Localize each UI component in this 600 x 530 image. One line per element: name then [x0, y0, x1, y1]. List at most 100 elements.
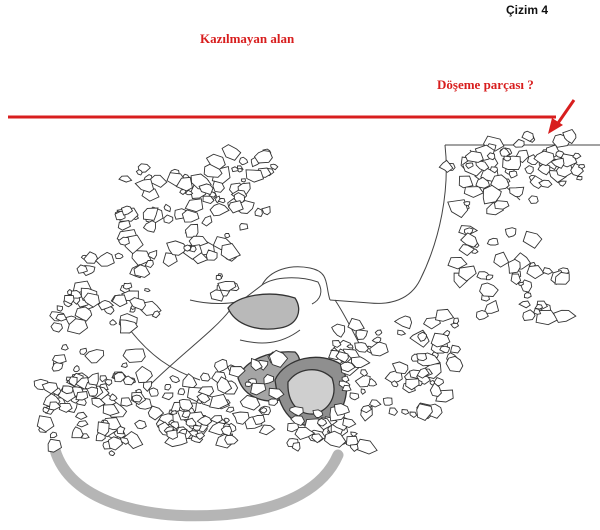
stone	[323, 430, 347, 448]
stone	[510, 273, 522, 286]
stone-rubble-field	[33, 128, 586, 457]
stone	[181, 209, 200, 223]
stone	[512, 138, 525, 148]
stone	[169, 421, 180, 430]
stone	[169, 375, 181, 384]
stone	[184, 223, 199, 238]
stone	[60, 343, 69, 351]
stone	[576, 176, 583, 181]
stone	[48, 401, 62, 411]
stone	[458, 244, 476, 257]
stone	[120, 205, 134, 216]
floor-fragment-label: Döşeme parçası ?	[437, 77, 534, 92]
stone	[102, 404, 120, 416]
stone	[134, 419, 147, 430]
stone	[212, 180, 225, 193]
stone	[490, 174, 510, 191]
stone	[117, 236, 130, 246]
stone	[137, 163, 151, 173]
stone	[450, 322, 460, 329]
stone	[475, 160, 490, 172]
stone	[183, 244, 192, 252]
stone	[507, 258, 521, 274]
stone	[237, 168, 243, 173]
stone	[134, 178, 155, 193]
stone	[334, 403, 350, 416]
stone	[228, 366, 246, 378]
stone	[76, 420, 89, 428]
stone	[438, 159, 454, 173]
stone	[84, 349, 105, 364]
stone	[351, 356, 371, 368]
stone	[104, 379, 113, 386]
stone	[368, 399, 382, 408]
stone	[217, 197, 226, 204]
stone	[66, 318, 89, 335]
stone	[485, 274, 494, 281]
stone	[268, 349, 289, 368]
stone	[209, 203, 230, 217]
stone	[47, 438, 63, 453]
stone	[537, 163, 551, 176]
stone	[109, 319, 118, 326]
stone	[182, 373, 198, 389]
stone	[520, 279, 533, 293]
stone	[479, 282, 499, 297]
stone	[270, 163, 279, 171]
grey-arc	[49, 444, 344, 522]
stone	[482, 184, 502, 205]
stone	[224, 232, 231, 239]
stone	[147, 174, 168, 188]
stone	[434, 308, 455, 322]
stone	[133, 264, 151, 278]
stone	[562, 128, 577, 145]
floor-fragment-arrow	[548, 99, 576, 134]
stone	[99, 375, 108, 383]
stone	[522, 309, 536, 321]
stone	[144, 260, 154, 269]
stone	[250, 357, 263, 372]
stone	[209, 415, 223, 424]
stone	[263, 373, 275, 385]
stone	[86, 386, 99, 397]
stone	[209, 393, 230, 410]
stone	[166, 240, 189, 256]
stone	[116, 425, 126, 435]
stone	[268, 387, 285, 400]
stone	[41, 382, 59, 395]
stone	[56, 305, 63, 312]
stone	[245, 169, 265, 183]
stone	[554, 271, 570, 285]
stone	[258, 424, 276, 436]
stone	[518, 300, 531, 309]
stone	[72, 365, 80, 372]
stone	[341, 384, 352, 392]
stone	[417, 331, 427, 342]
stone	[460, 232, 478, 248]
stone	[439, 345, 451, 354]
stone	[354, 374, 371, 388]
stone	[486, 237, 499, 246]
stone	[349, 392, 360, 401]
stone	[483, 299, 500, 314]
stone	[231, 411, 250, 425]
stone	[374, 329, 383, 336]
stone	[542, 267, 554, 275]
stone	[68, 376, 78, 387]
stone	[70, 290, 83, 299]
stone	[463, 186, 485, 198]
stone	[360, 388, 366, 395]
stone	[117, 219, 131, 231]
stone	[231, 166, 240, 173]
stone	[61, 385, 74, 395]
stone	[391, 380, 399, 388]
stone	[517, 281, 524, 286]
stone	[447, 256, 468, 270]
stone	[526, 265, 545, 280]
stone	[76, 264, 88, 274]
stone	[79, 347, 88, 355]
stone	[347, 317, 365, 332]
stone	[128, 297, 147, 311]
stone	[50, 322, 64, 333]
stone	[475, 176, 491, 189]
